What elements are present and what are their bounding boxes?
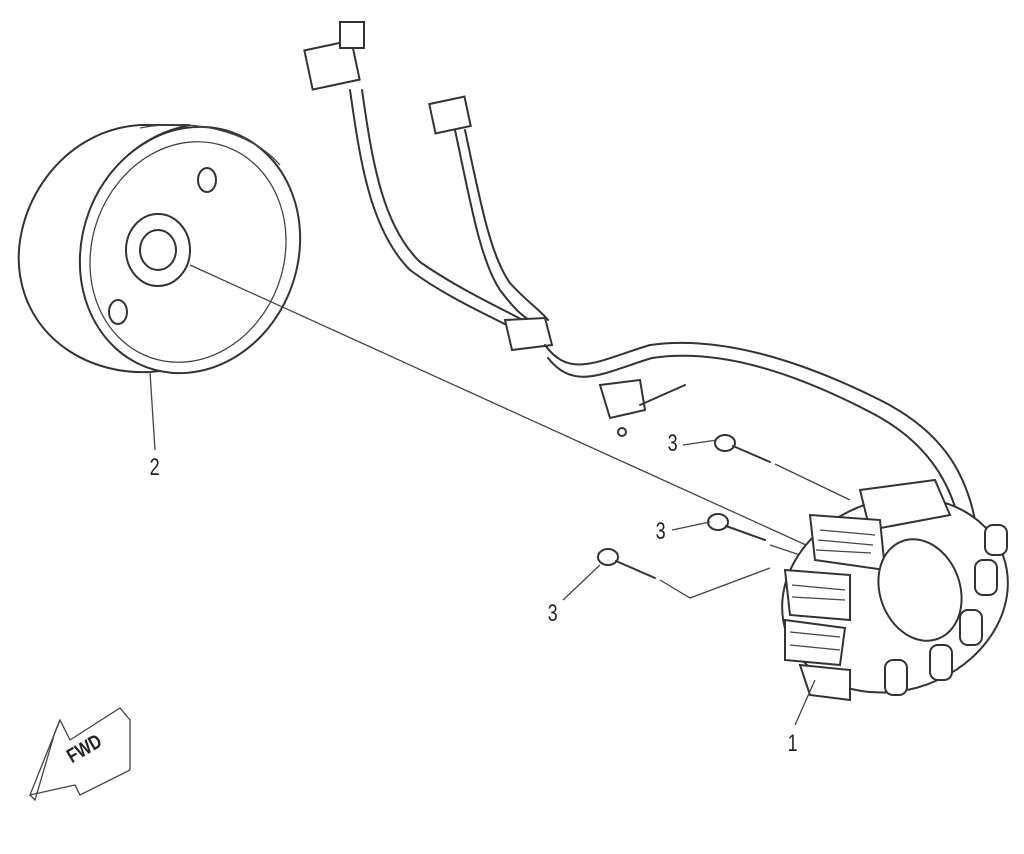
callout-3: 3	[547, 600, 558, 627]
callout-3: 3	[655, 518, 666, 545]
leader-lines	[149, 371, 816, 726]
callout-3: 3	[667, 430, 678, 457]
callout-2: 2	[149, 454, 160, 481]
assembly-axis-line	[189, 264, 851, 566]
stator	[781, 478, 1009, 702]
wiring-harness	[303, 21, 976, 526]
callout-1: 1	[787, 730, 798, 757]
bolts	[597, 434, 851, 599]
flywheel	[17, 123, 302, 375]
fwd-arrow-icon	[28, 707, 131, 802]
